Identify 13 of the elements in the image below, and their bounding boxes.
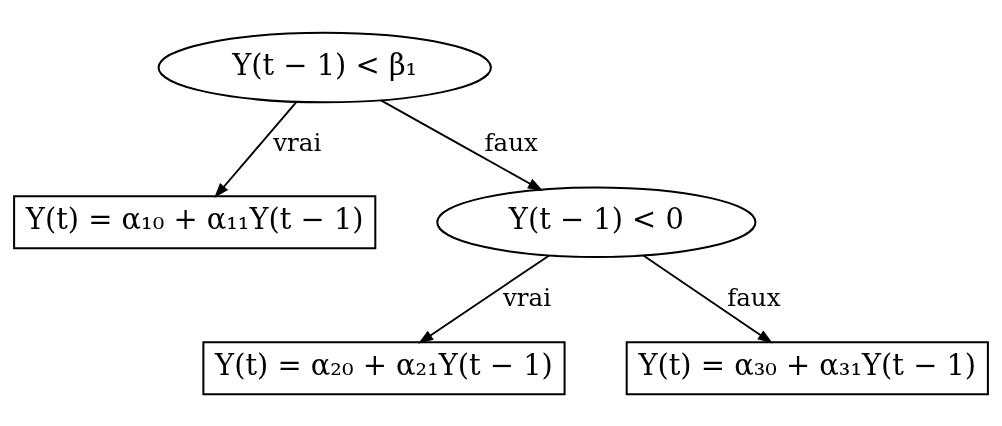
arrow — [214, 100, 298, 198]
node-box: Y(t) = α₂₀ + α₂₁Y(t − 1) — [202, 340, 566, 395]
arrow — [418, 254, 551, 344]
arrow — [380, 99, 544, 191]
node-box: Y(t) = α₁₀ + α₁₁Y(t − 1) — [13, 194, 377, 249]
edge-label: vrai — [502, 282, 552, 312]
arrow — [642, 254, 773, 343]
edge-label: vrai — [273, 127, 322, 157]
node-box: Y(t) = α₃₀ + α₃₁Y(t − 1) — [625, 340, 989, 395]
edge-label: faux — [484, 127, 538, 157]
node-ellipse: Y(t − 1) < 0 — [436, 185, 757, 258]
node-ellipse: Y(t − 1) < β₁ — [157, 31, 492, 103]
edge-label: faux — [727, 282, 781, 312]
